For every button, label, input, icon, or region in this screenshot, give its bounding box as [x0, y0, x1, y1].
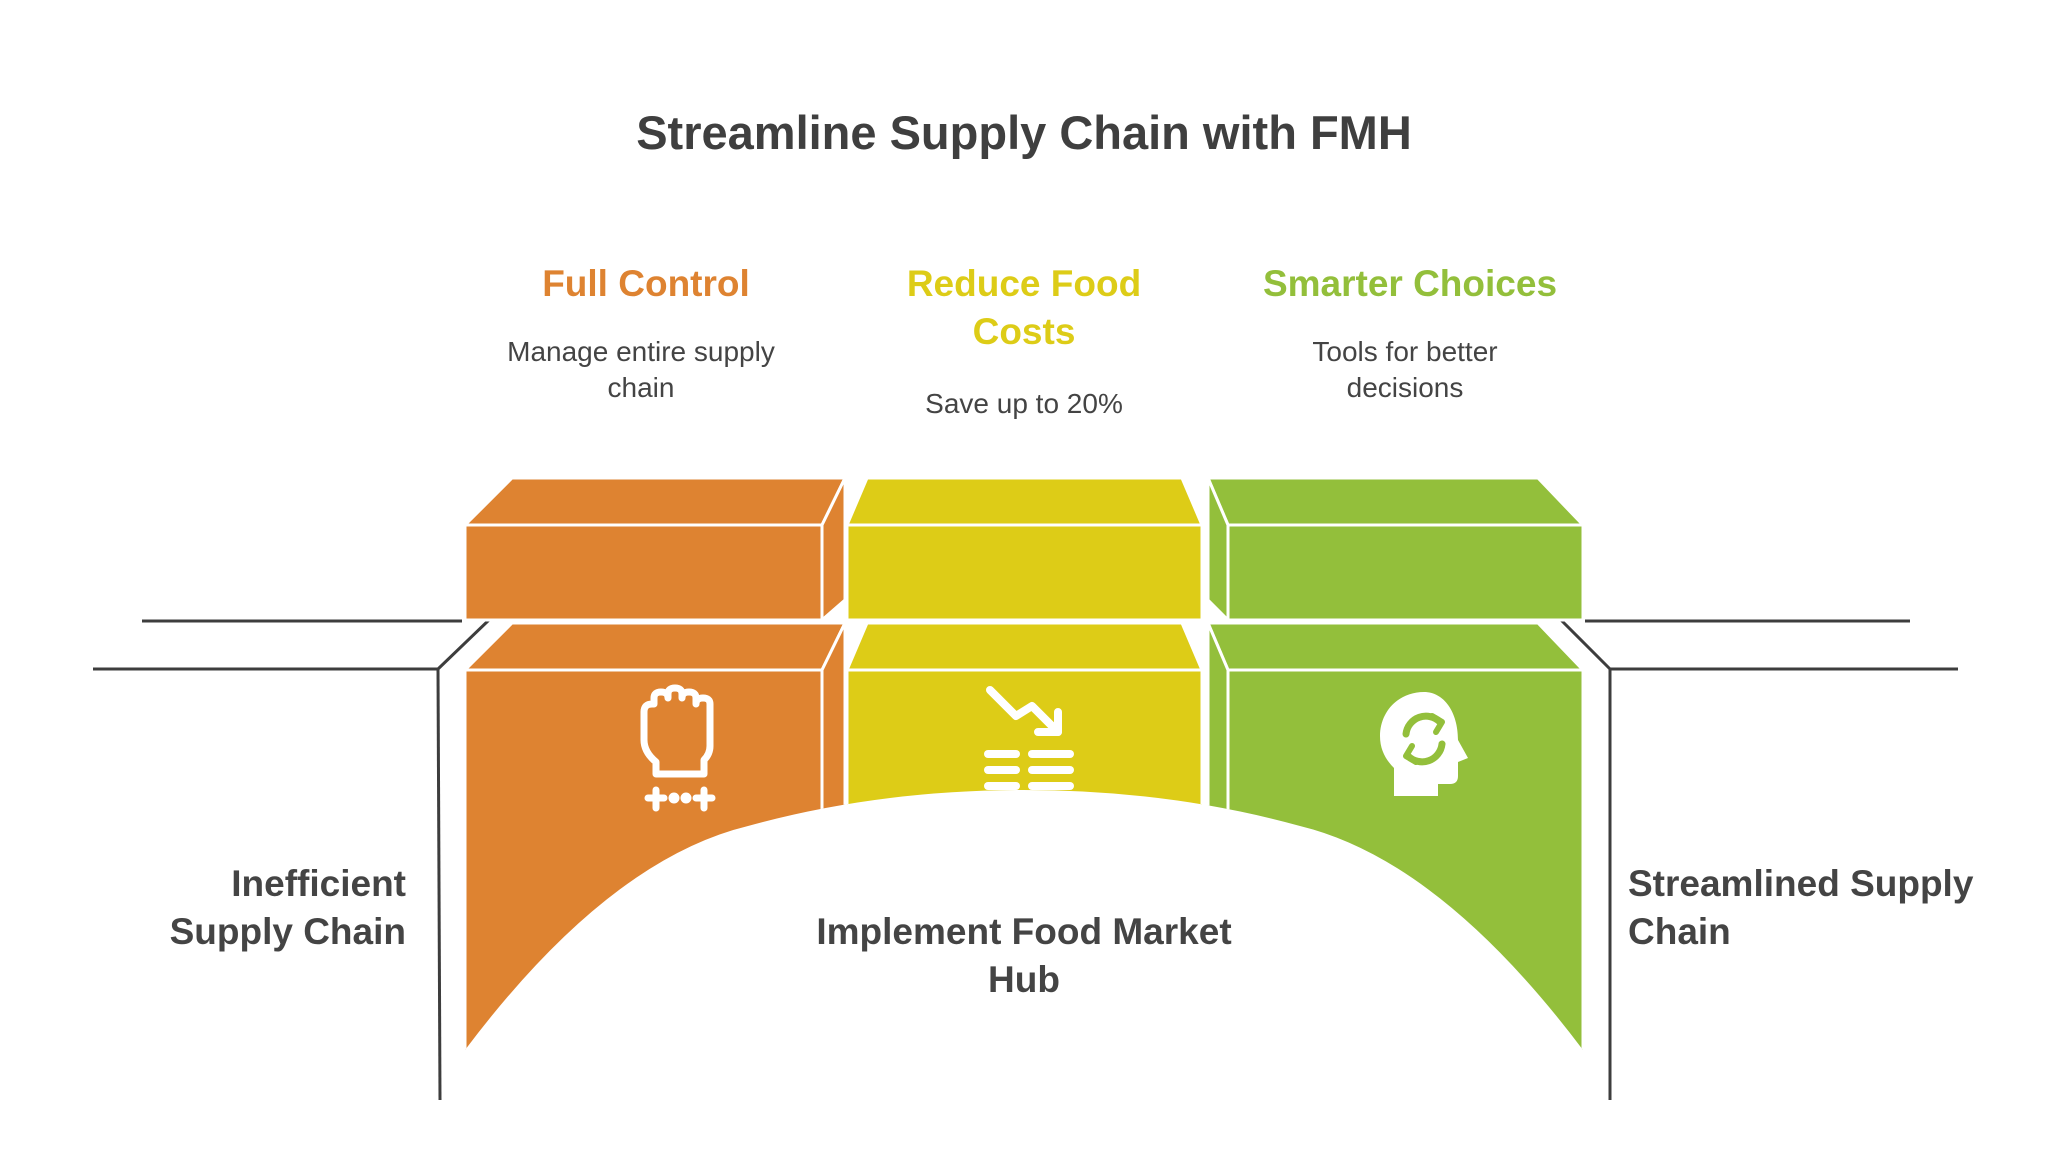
- top-block-green-top: [1206, 476, 1585, 527]
- pillar-title-full-control: Full Control: [542, 263, 750, 304]
- pillar-desc-smarter-choices: Tools for better decisions: [1312, 336, 1498, 403]
- left-label-inefficient: Inefficient Supply Chain: [169, 863, 406, 952]
- bottom-block-yellow-top: [845, 621, 1204, 672]
- top-block-yellow-front: [845, 523, 1204, 622]
- right-label-streamlined: Streamlined Supply Chain: [1628, 863, 1974, 952]
- pillar-desc-reduce-food-costs: Save up to 20%: [925, 388, 1123, 419]
- trending-down-coins-icon: [984, 686, 1074, 790]
- top-block-green-front: [1226, 523, 1585, 622]
- bottom-block-orange-top: [465, 621, 847, 672]
- pillar-title-smarter-choices: Smarter Choices: [1262, 263, 1558, 304]
- bottom-block-green-top: [1206, 621, 1583, 672]
- top-block-yellow-top: [845, 476, 1204, 527]
- pillar-desc-full-control: Manage entire supply chain: [507, 336, 775, 403]
- ground-lines: [93, 617, 1958, 1101]
- top-block-orange-front: [463, 523, 824, 622]
- top-block-orange-side: [820, 476, 847, 622]
- right-bevel-line: [1558, 617, 1612, 671]
- top-block-orange-top: [463, 476, 847, 527]
- top-block-green-side: [1206, 476, 1230, 622]
- diagram-title: Streamline Supply Chain with FMH: [636, 106, 1412, 159]
- pillar-title-reduce-food-costs: Reduce Food Costs: [906, 263, 1142, 352]
- raised-fist-icon: [640, 684, 716, 812]
- top-blocks: [463, 476, 1585, 622]
- left-bevel-line: [436, 617, 492, 671]
- head-refresh-icon: [1380, 692, 1468, 796]
- left-wall-line: [436, 668, 442, 1101]
- center-label-implement-fmh: Implement Food Market Hub: [816, 911, 1232, 1000]
